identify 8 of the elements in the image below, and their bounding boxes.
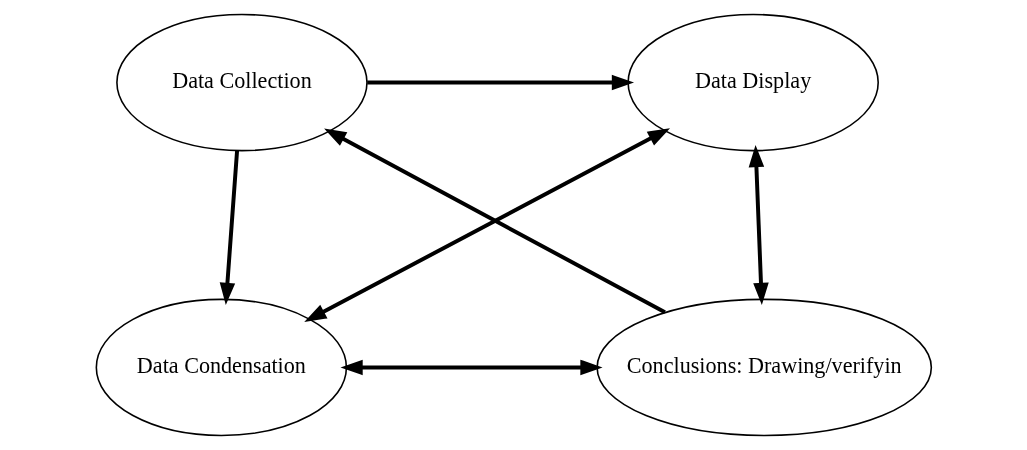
arrow — [748, 144, 769, 306]
node-ellipse: Data Display — [626, 13, 879, 152]
node-ellipse: Conclusions: Drawing/verifyin — [595, 298, 932, 437]
arrow — [340, 359, 603, 376]
node-ellipse: Data Collection — [115, 13, 368, 152]
node-ellipse: Data Condensation — [95, 298, 347, 437]
arrow — [219, 150, 239, 306]
arrow — [366, 74, 634, 91]
